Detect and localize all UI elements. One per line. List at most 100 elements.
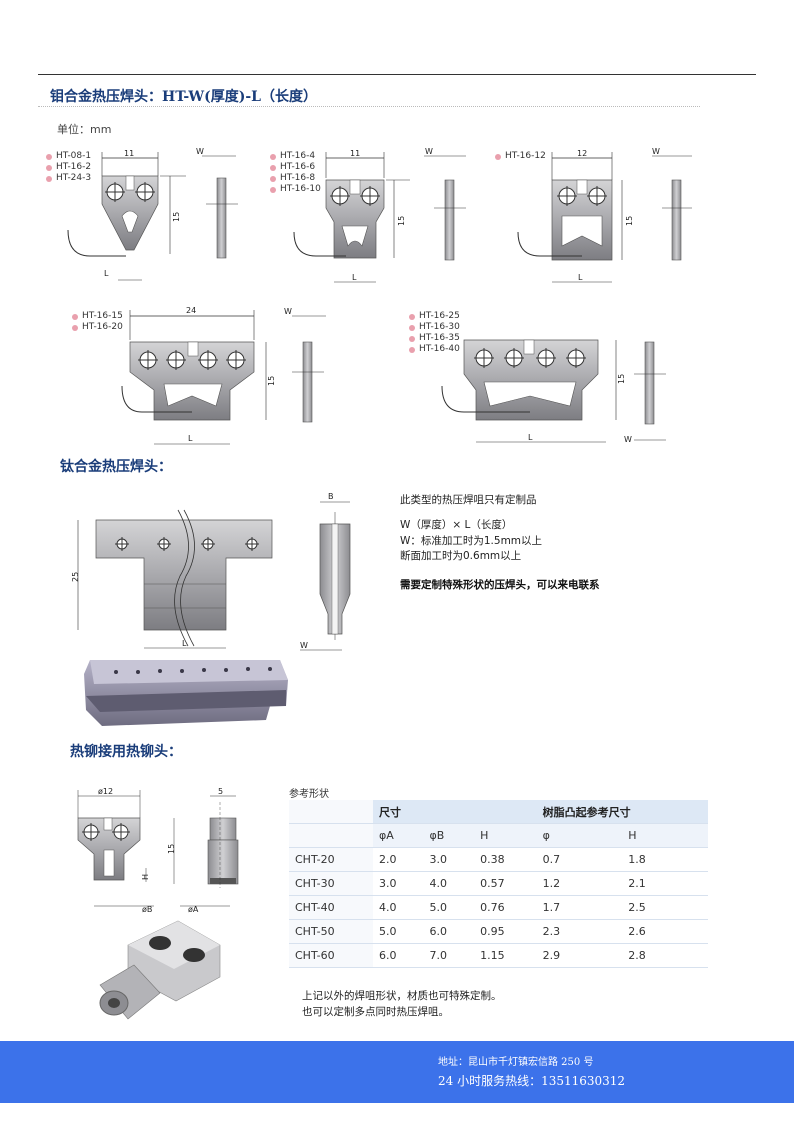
cell: 5.0: [373, 919, 424, 944]
model-item: HT-16-4: [270, 151, 321, 162]
col-group-resin: 树脂凸起参考尺寸: [536, 800, 708, 824]
dim-height: 15: [267, 376, 276, 386]
titanium-side-drawing: B W: [300, 492, 351, 651]
tip-drawing-5: 15 L W: [441, 339, 666, 444]
cell: 1.2: [536, 871, 623, 896]
cell: 0.95: [474, 919, 537, 944]
cell: 3.0: [373, 871, 424, 896]
table-row: CHT-50 5.0 6.0 0.95 2.3 2.6: [289, 919, 708, 944]
table-row: CHT-40 4.0 5.0 0.76 1.7 2.5: [289, 895, 708, 920]
dim-l: L: [188, 434, 193, 443]
model-item: HT-16-20: [72, 322, 123, 333]
dim-l: L: [578, 273, 583, 282]
table-row: CHT-20 2.0 3.0 0.38 0.7 1.8: [289, 847, 708, 872]
dim-dia: ø12: [98, 787, 113, 796]
model-item: HT-16-25: [409, 311, 460, 322]
col-h: H: [474, 823, 537, 848]
model-item: HT-24-3: [46, 173, 91, 184]
dim-l: L: [528, 433, 533, 442]
rivet-note-1: 上记以外的焊咀形状，材质也可特殊定制。: [302, 990, 502, 1002]
cell: 2.1: [622, 871, 708, 896]
dim-height: 15: [172, 212, 181, 222]
titanium-note-2: W（厚度）× L（长度）: [400, 519, 513, 531]
dim-l: L: [104, 269, 109, 278]
tip-drawing-4: 24 15 L W: [121, 306, 326, 445]
titanium-front-drawing: 25 L: [71, 509, 273, 649]
model-list-5: HT-16-25 HT-16-30 HT-16-35 HT-16-40: [409, 311, 460, 355]
cell: 0.7: [536, 847, 623, 872]
footer-bar: [0, 1041, 794, 1103]
dim-w: W: [300, 641, 308, 650]
top-rule: [38, 74, 756, 75]
model-item: HT-16-8: [270, 173, 321, 184]
model-item: HT-16-15: [72, 311, 123, 322]
model-item: HT-16-12: [495, 151, 546, 162]
cell: 2.6: [622, 919, 708, 944]
cell: 3.0: [423, 847, 475, 872]
dim-width: 11: [124, 149, 134, 158]
titanium-note-3: W：标准加工时为1.5mm以上: [400, 535, 543, 547]
ref-shape-label: 参考形状: [289, 789, 329, 800]
dim-height: 15: [397, 216, 406, 226]
model-list-3: HT-16-12: [495, 151, 546, 162]
col-group-size: 尺寸: [373, 800, 537, 824]
title-divider: [38, 106, 700, 107]
cell: 2.8: [622, 943, 708, 968]
cell: 2.9: [536, 943, 623, 968]
cell: 0.57: [474, 871, 537, 896]
cell: 7.0: [423, 943, 475, 968]
unit-label: 单位：mm: [57, 123, 112, 136]
footer-address: 地址：昆山市千灯镇宏信路 250 号: [438, 1057, 594, 1068]
dim-w: W: [624, 435, 632, 444]
row-model: CHT-60: [289, 943, 373, 968]
rivet-note-2: 也可以定制多点同时热压焊咀。: [302, 1006, 449, 1018]
dim-fifteen: 15: [167, 844, 176, 854]
row-model: CHT-40: [289, 895, 373, 920]
dim-height: 15: [617, 374, 626, 384]
model-list-2: HT-16-4 HT-16-6 HT-16-8 HT-16-10: [270, 151, 321, 195]
section-title-molybdenum: 钼合金热压焊头：HT-W(厚度)-L（长度）: [50, 89, 317, 105]
cell: 1.15: [474, 943, 537, 968]
footer-hotline: 24 小时服务热线：13511630312: [438, 1074, 626, 1088]
rivet-drawing: ø12 15 H øB 5 øA: [77, 787, 239, 914]
section-title-titanium: 钛合金热压焊头：: [60, 459, 172, 475]
model-item: HT-16-6: [270, 162, 321, 173]
col-phiB: φB: [423, 823, 475, 848]
dim-width: 11: [350, 149, 360, 158]
dim-phiA: øA: [188, 905, 199, 914]
model-item: HT-16-2: [46, 162, 91, 173]
cell: 6.0: [373, 943, 424, 968]
custom-contact-note: 需要定制特殊形状的压焊头，可以来电联系: [400, 579, 600, 591]
titanium-photo: [84, 660, 288, 726]
titanium-note-4: 断面加工时为0.6mm以上: [400, 550, 522, 562]
rivet-photo: [99, 920, 221, 1020]
dim-height: 15: [625, 216, 634, 226]
model-item: HT-16-35: [409, 333, 460, 344]
cell: 2.5: [622, 895, 708, 920]
dim-w: W: [652, 147, 660, 156]
dim-phiB: øB: [142, 905, 152, 914]
cell: 0.38: [474, 847, 537, 872]
col-phiA: φA: [373, 823, 424, 848]
dim-l: L: [352, 273, 357, 282]
dim-l: L: [182, 639, 187, 648]
titanium-note-1: 此类型的热压焊咀只有定制品: [400, 494, 537, 506]
dim-b: B: [328, 492, 334, 501]
dim-w: W: [284, 307, 292, 316]
col-phi: φ: [536, 823, 623, 848]
tip-drawing-3: 12 15 L W: [517, 147, 692, 283]
cell: 4.0: [373, 895, 424, 920]
tip-drawing-1: 11 15 L W: [67, 147, 238, 281]
cell: 6.0: [423, 919, 475, 944]
cell: 4.0: [423, 871, 475, 896]
model-list-1: HT-08-1 HT-16-2 HT-24-3: [46, 151, 91, 184]
model-list-4: HT-16-15 HT-16-20: [72, 311, 123, 333]
rivet-spec-table: 尺寸 树脂凸起参考尺寸 φA φB H φ H CHT-20 2.0 3.0 0…: [289, 800, 708, 968]
model-item: HT-16-40: [409, 344, 460, 355]
row-model: CHT-20: [289, 847, 373, 872]
tip-drawing-2: 11 15 L W: [293, 147, 466, 283]
dim-width: 24: [186, 306, 196, 315]
model-item: HT-08-1: [46, 151, 91, 162]
dim-height: 25: [71, 572, 80, 582]
cell: 5.0: [423, 895, 475, 920]
